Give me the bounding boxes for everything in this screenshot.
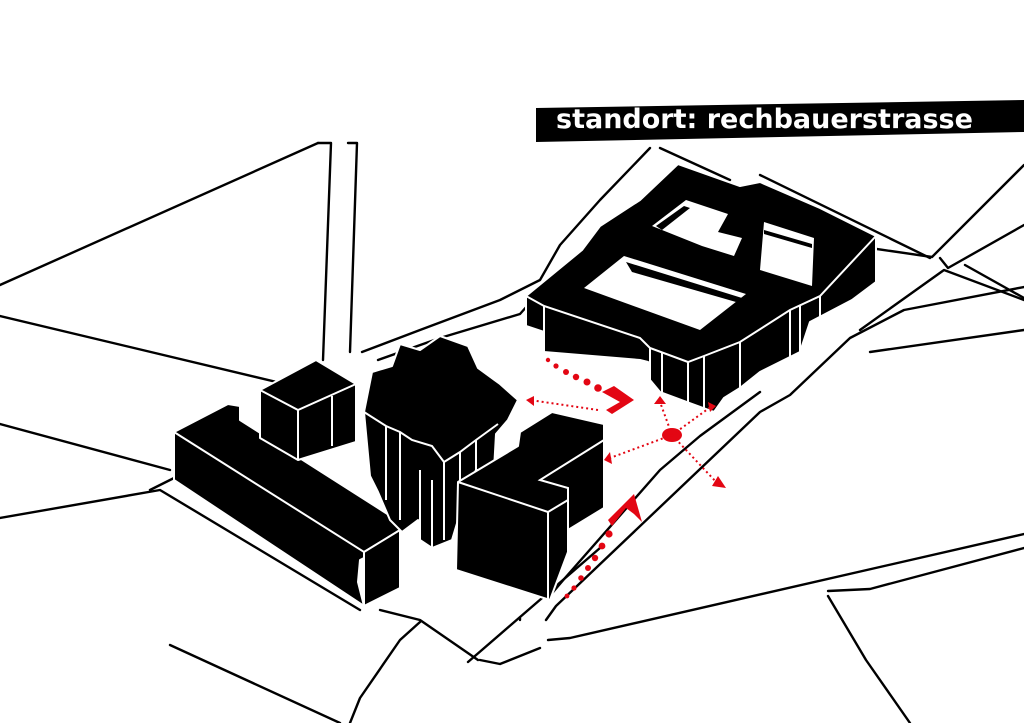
road-outline xyxy=(0,422,172,472)
road-outline xyxy=(348,620,422,723)
road-outline xyxy=(544,285,1024,622)
building-small-cube xyxy=(259,359,357,461)
building-courtyard-block xyxy=(525,163,877,413)
road-outline xyxy=(168,643,342,723)
road-outline xyxy=(0,141,320,287)
road-outline xyxy=(758,173,932,260)
building-long-block xyxy=(173,403,401,607)
road-outline xyxy=(868,328,1024,354)
road-outline xyxy=(466,546,602,664)
dotted-path-entry xyxy=(564,530,613,599)
site-title: standort: rechbauerstrasse xyxy=(556,104,973,135)
chevron-arrow-north xyxy=(608,494,642,526)
chevron-arrow-east xyxy=(602,386,634,414)
courtyard-small-right xyxy=(760,222,814,286)
road-outline xyxy=(0,488,362,612)
road-outline xyxy=(826,546,1024,593)
access-arrows xyxy=(526,357,726,599)
building-star-cluster xyxy=(363,335,519,549)
building-l-shape xyxy=(455,411,605,601)
road-network xyxy=(0,141,1024,723)
courtyard-large xyxy=(584,256,746,330)
title-banner xyxy=(536,100,1024,142)
road-outline xyxy=(546,532,1024,642)
road-outline xyxy=(478,646,542,666)
road-outline xyxy=(858,268,1024,332)
road-outline xyxy=(346,141,359,354)
road-outline xyxy=(360,146,652,354)
road-outline xyxy=(868,163,1024,259)
road-outline xyxy=(938,223,1024,270)
road-outline xyxy=(316,141,333,362)
road-outline xyxy=(826,594,912,723)
road-outline xyxy=(148,476,176,492)
dotted-path-main xyxy=(545,357,602,392)
road-outline xyxy=(658,146,732,182)
road-outline xyxy=(378,608,480,662)
road-outline xyxy=(963,263,1024,300)
